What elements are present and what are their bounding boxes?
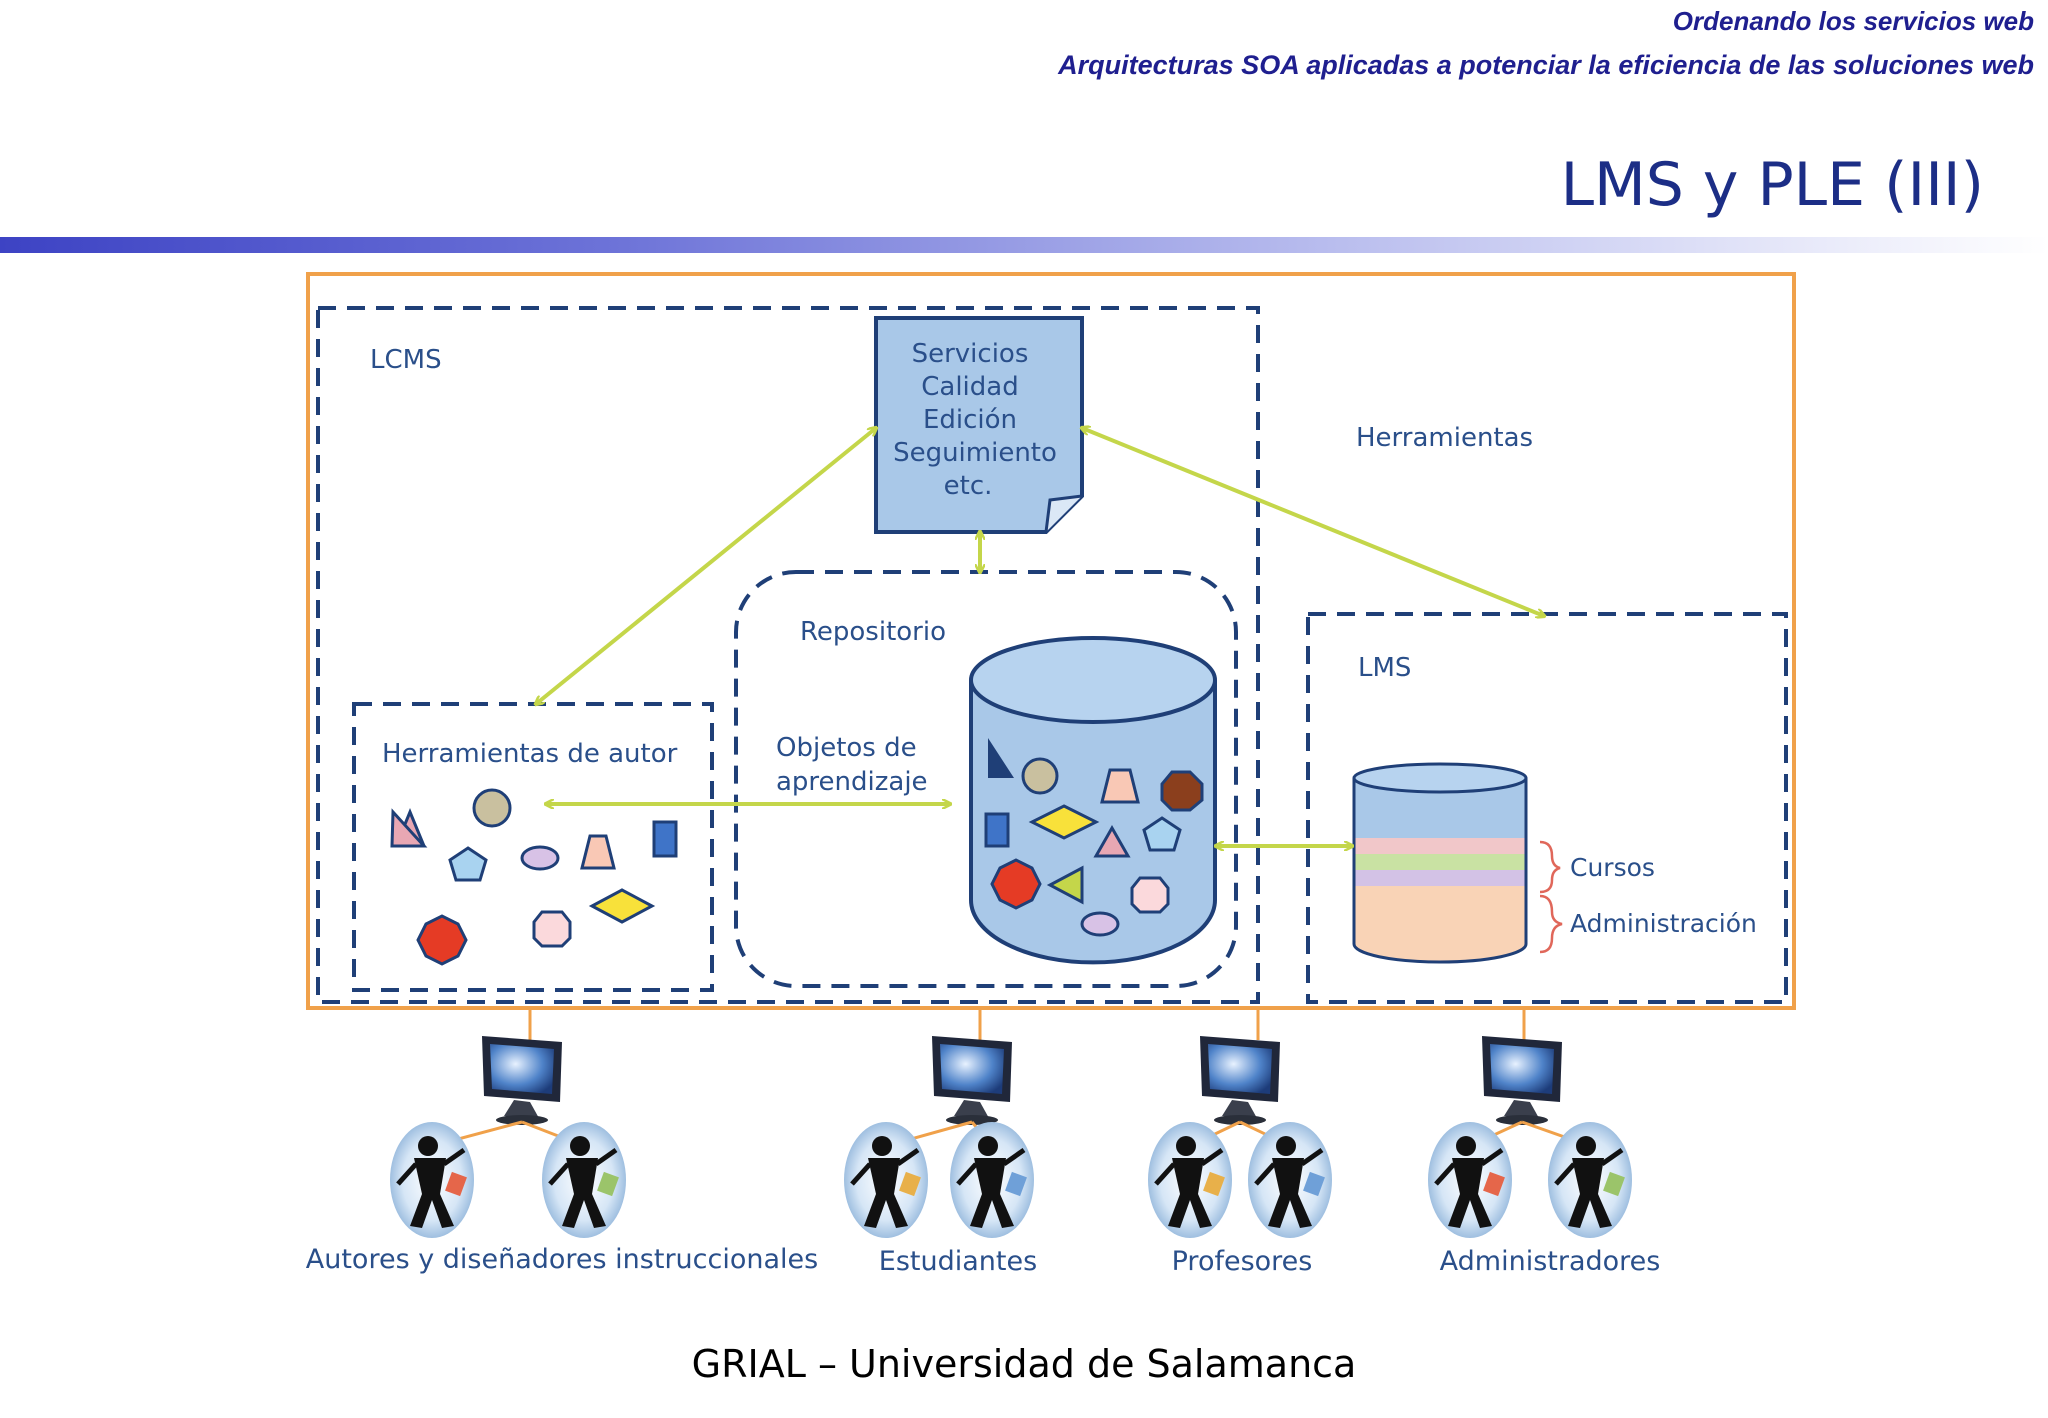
user-groups <box>390 1036 1632 1238</box>
objetos-label-1: Objetos de <box>776 733 917 763</box>
repositorio-label: Repositorio <box>800 617 946 647</box>
services-line-3: Edición <box>923 405 1017 435</box>
repositorio-region <box>734 570 1238 988</box>
slide-title: LMS y PLE (III) <box>1560 150 1984 220</box>
outer-system-frame <box>306 272 1796 1010</box>
user-label-profesores: Profesores <box>1172 1246 1313 1277</box>
connection-arrows <box>536 428 1544 846</box>
herramientas-autor-label: Herramientas de autor <box>382 739 678 769</box>
services-line-1: Servicios <box>912 339 1029 369</box>
cursos-brace <box>1539 840 1561 894</box>
services-line-4: Seguimiento <box>893 438 1057 468</box>
computer-monitor-icon <box>1482 1036 1562 1125</box>
user-figure-icon <box>950 1122 1034 1238</box>
user-figure-icon <box>542 1122 626 1238</box>
user-label-autores: Autores y diseñadores instruccionales <box>306 1244 818 1275</box>
lms-database <box>1352 762 1528 964</box>
computer-monitor-icon <box>1200 1036 1280 1125</box>
herramientas-label: Herramientas <box>1356 423 1533 453</box>
user-label-administradores: Administradores <box>1440 1246 1661 1277</box>
user-figure-icon <box>1148 1122 1232 1238</box>
title-gradient-bar <box>0 237 2048 253</box>
services-doc-fold <box>1044 494 1083 533</box>
user-group-estudiantes <box>844 1036 1034 1238</box>
user-connectors <box>528 1008 1526 1040</box>
cursos-label: Cursos <box>1570 853 1655 882</box>
services-line-5: etc. <box>944 471 993 501</box>
user-figure-icon <box>1548 1122 1632 1238</box>
user-group-administradores <box>1428 1036 1632 1238</box>
user-group-profesores <box>1148 1036 1332 1238</box>
computer-monitor-icon <box>932 1036 1012 1125</box>
user-figure-icon <box>390 1122 474 1238</box>
services-line-2: Calidad <box>921 372 1018 402</box>
lms-label: LMS <box>1358 653 1411 683</box>
user-label-estudiantes: Estudiantes <box>879 1246 1037 1277</box>
repository-database <box>969 636 1217 965</box>
user-figure-icon <box>1248 1122 1332 1238</box>
objetos-label-2: aprendizaje <box>776 767 928 797</box>
computer-monitor-icon <box>482 1036 562 1125</box>
lcms-region <box>316 306 1260 1004</box>
authoring-objects <box>390 788 678 966</box>
lcms-label: LCMS <box>370 345 442 375</box>
header-subtitle: Arquitecturas SOA aplicadas a potenciar … <box>1058 50 2034 80</box>
user-figure-icon <box>1428 1122 1512 1238</box>
footer-institution: GRIAL – Universidad de Salamanca <box>691 1342 1357 1386</box>
user-figure-icon <box>844 1122 928 1238</box>
admin-label: Administración <box>1570 909 1757 938</box>
user-group-autores <box>390 1036 626 1238</box>
header-course-title: Ordenando los servicios web <box>1672 6 2034 36</box>
admin-brace <box>1539 894 1563 954</box>
